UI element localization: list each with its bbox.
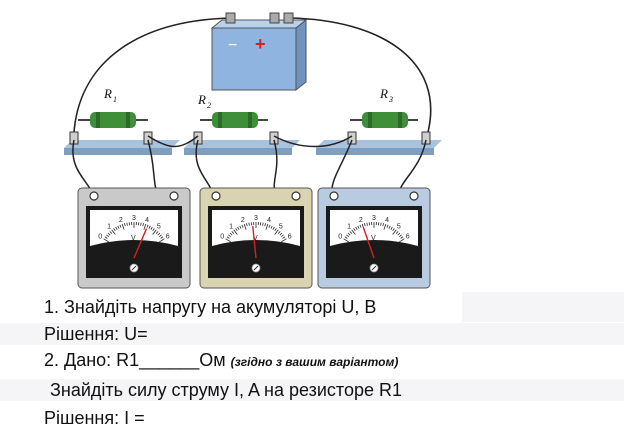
voltmeter-unit: V (371, 235, 376, 242)
voltmeter-scale-label: 2 (241, 217, 245, 224)
circuit-figure: − + R 1 R 2 R 3 (60, 0, 462, 292)
svg-text:R: R (379, 86, 388, 101)
voltmeter-scale-label: 5 (157, 224, 161, 231)
voltmeter-scale-label: 5 (279, 224, 283, 231)
voltmeter-terminal-left (89, 191, 99, 201)
voltmeter-needle (362, 227, 375, 259)
wire-battery-right (289, 17, 432, 133)
voltmeter-scale-label: 0 (338, 234, 342, 241)
voltmeter-scale-label: 4 (267, 217, 271, 224)
resistor-3 (350, 112, 418, 128)
voltmeter-scale-label: 0 (220, 234, 224, 241)
voltmeter-scale-label: 0 (98, 234, 102, 241)
battery-body (211, 27, 297, 91)
voltmeter-scale-label: 1 (107, 224, 111, 231)
svg-text:R: R (197, 92, 206, 107)
question-2: 2. Дано: R1______Ом (згідно з вашим варі… (44, 349, 398, 373)
solution-1: Рішення: U= (0, 323, 624, 345)
voltmeter-scale-label: 6 (166, 234, 170, 241)
voltmeter-scale-label: 6 (406, 234, 410, 241)
voltmeter-terminal-left (329, 191, 339, 201)
resistor-label-2: R 2 (197, 92, 211, 110)
voltmeter-needle (133, 228, 148, 259)
voltmeter-terminal-right (409, 191, 419, 201)
resistor-label-3: R 3 (379, 86, 393, 104)
voltmeter-scale-label: 1 (347, 224, 351, 231)
voltmeter-3: 01 2 3 4 56 V (317, 187, 431, 289)
resistor-label-1: R 1 (103, 86, 117, 104)
voltmeter-unit: V (131, 235, 136, 242)
voltmeter-terminal-left (211, 191, 221, 201)
voltmeter-scale-label: 4 (385, 217, 389, 224)
voltmeter-scale-label: 1 (229, 224, 233, 231)
voltmeter-2: 01 2 3 4 56 V (199, 187, 313, 289)
voltmeter-scale-label: 2 (119, 217, 123, 224)
svg-text:2: 2 (207, 101, 211, 110)
voltmeter-scale-label: 3 (254, 215, 258, 222)
voltmeter-terminal-right (169, 191, 179, 201)
solution-2: Рішення: I = (44, 408, 145, 428)
svg-text:R: R (103, 86, 112, 101)
question-1: 1. Знайдіть напругу на акумуляторі U, В (44, 297, 377, 317)
voltmeter-scale-label: 3 (372, 215, 376, 222)
question-3: Знайдіть силу струму I, A на резисторе R… (0, 379, 624, 401)
svg-text:1: 1 (113, 95, 117, 104)
voltmeter-terminal-right (291, 191, 301, 201)
resistor-1 (78, 112, 148, 128)
circuit-diagram: − + R 1 R 2 R 3 (64, 12, 442, 289)
background-band (462, 292, 624, 322)
voltmeter-needle (252, 226, 257, 259)
wire-r1-r2 (147, 135, 199, 148)
wire-r2-r3 (273, 135, 353, 148)
voltmeter-scale-label: 5 (397, 224, 401, 231)
battery-minus-icon: − (228, 37, 237, 54)
question-2-given: 2. Дано: R1______Ом (44, 350, 226, 370)
resistor-2 (200, 112, 268, 128)
voltmeter-scale-label: 3 (132, 215, 136, 222)
battery: − + (210, 12, 308, 92)
voltmeter-1: 01 2 3 4 56 V (77, 187, 191, 289)
voltmeter-scale-label: 4 (145, 217, 149, 224)
battery-plus-icon: + (255, 34, 266, 54)
wire-battery-left (73, 17, 233, 133)
voltmeter-unit: V (253, 235, 258, 242)
resistor-board-1 (64, 140, 180, 155)
question-2-note: (згідно з вашим варіантом) (230, 355, 399, 369)
svg-text:3: 3 (388, 95, 393, 104)
voltmeter-scale-label: 2 (359, 217, 363, 224)
voltmeter-scale-label: 6 (288, 234, 292, 241)
